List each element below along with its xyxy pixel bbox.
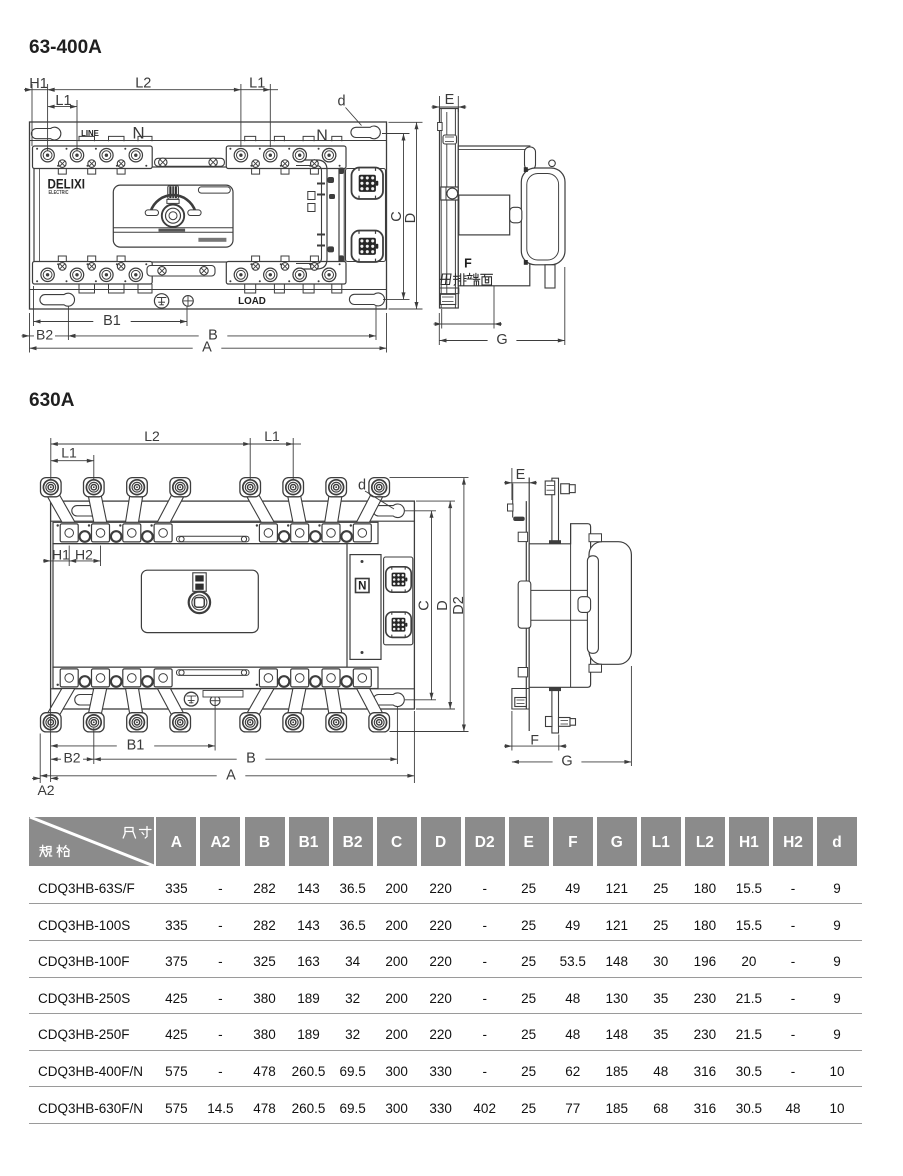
- svg-text:B: B: [246, 751, 256, 767]
- svg-text:H1: H1: [29, 76, 48, 92]
- svg-text:G: G: [561, 753, 572, 769]
- svg-text:N: N: [316, 128, 328, 145]
- svg-text:D2: D2: [451, 596, 467, 615]
- svg-text:H2: H2: [75, 547, 93, 563]
- svg-text:A: A: [202, 340, 212, 356]
- svg-text:B: B: [208, 327, 218, 343]
- svg-text:E: E: [516, 467, 526, 483]
- svg-text:LINE: LINE: [81, 129, 99, 138]
- svg-text:E: E: [445, 92, 455, 108]
- svg-text:F: F: [530, 732, 539, 748]
- svg-text:A: A: [226, 767, 236, 783]
- svg-text:L2: L2: [135, 76, 151, 92]
- svg-text:A2: A2: [37, 782, 54, 798]
- svg-text:N: N: [358, 581, 366, 593]
- svg-text:H1: H1: [52, 547, 70, 563]
- svg-text:LOAD: LOAD: [238, 296, 266, 307]
- svg-text:C: C: [417, 600, 433, 610]
- svg-text:D: D: [403, 213, 419, 223]
- svg-text:F: F: [464, 257, 472, 271]
- svg-text:B2: B2: [63, 750, 80, 766]
- svg-text:L1: L1: [249, 76, 265, 92]
- svg-text:D: D: [435, 600, 451, 610]
- svg-text:d: d: [358, 478, 366, 494]
- svg-text:DELIXI: DELIXI: [48, 176, 86, 192]
- svg-text:L1: L1: [61, 445, 77, 461]
- svg-text:N: N: [132, 124, 144, 143]
- svg-text:B2: B2: [36, 327, 53, 343]
- svg-text:L2: L2: [144, 428, 160, 444]
- svg-text:ELECTRIC: ELECTRIC: [49, 190, 69, 196]
- svg-text:L1: L1: [264, 428, 280, 444]
- svg-text:C: C: [389, 211, 405, 221]
- svg-text:B1: B1: [103, 313, 121, 329]
- svg-text:G: G: [496, 332, 507, 348]
- svg-text:L1: L1: [55, 93, 71, 109]
- svg-text:B1: B1: [127, 737, 145, 753]
- svg-text:d: d: [337, 94, 345, 110]
